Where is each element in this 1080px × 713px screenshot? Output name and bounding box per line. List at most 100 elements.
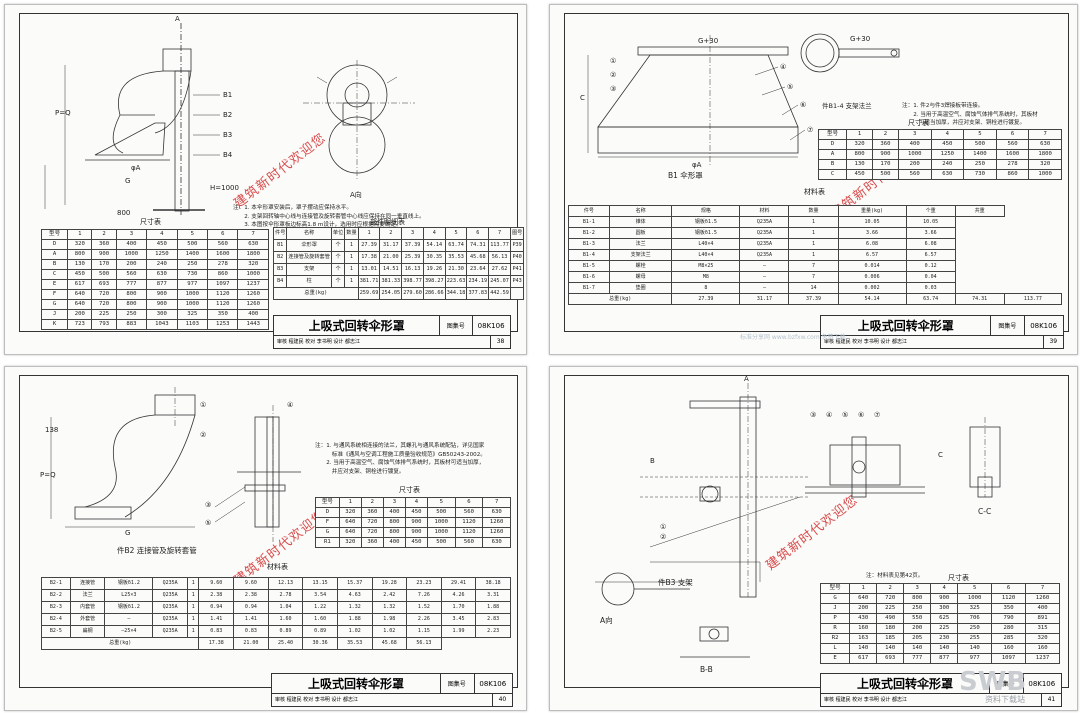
table-cell: 800 xyxy=(846,149,874,160)
table-cell: 31.17 xyxy=(739,293,790,305)
table-cell: 6 xyxy=(991,583,1027,594)
table-cell: 1 xyxy=(186,625,200,638)
table-cell: 1.32 xyxy=(336,601,373,614)
table-cell: 1800 xyxy=(1028,149,1062,160)
table-cell: 800 xyxy=(903,593,932,604)
table-cell: P43 xyxy=(509,275,525,288)
table-cell: B1-7 xyxy=(568,282,610,294)
table-cell: 27.39 xyxy=(671,293,741,305)
page-number: 39 xyxy=(1049,338,1058,346)
label-c: C xyxy=(580,94,585,102)
table-cell: R2 xyxy=(819,633,851,644)
atlas-number: 08K106 xyxy=(473,674,512,695)
table-cell: 234.19 xyxy=(466,275,490,288)
table-cell: 1 xyxy=(344,239,359,252)
table-cell: 74.31 xyxy=(954,293,1005,305)
table-cell: 200 xyxy=(115,259,148,270)
table-cell: 560 xyxy=(897,169,932,180)
table-cell: 型号 xyxy=(40,229,69,240)
title-block: 上吸式回转伞形罩 图集号 08K106 审核 程建民 校对 李书明 设计 都志江… xyxy=(820,315,1064,349)
table-cell: 900 xyxy=(404,517,428,528)
table-cell: 2 xyxy=(91,229,117,240)
table-cell: B2-3 xyxy=(41,601,71,614)
label-800: 800 xyxy=(117,209,130,217)
table-cell: 21.00 xyxy=(233,637,269,650)
atlas-number: 08K106 xyxy=(1024,316,1063,337)
table-cell: 1260 xyxy=(1025,593,1060,604)
table-cell: 1 xyxy=(186,601,200,614)
table-cell: 640 xyxy=(338,527,362,538)
table-cell: 286.66 xyxy=(422,287,446,300)
table-cell: 560 xyxy=(207,239,239,250)
table-cell: 1 xyxy=(186,613,200,626)
table-cell: 550 xyxy=(903,613,932,624)
table-cell: 13.15 xyxy=(302,577,338,590)
table-cell: 5 xyxy=(963,129,997,140)
table-cell: 180 xyxy=(876,623,905,634)
table-cell: 外套管 xyxy=(69,613,106,626)
table-cell: 1.15 xyxy=(406,625,442,638)
footer-site: 标准分享网 www.bzfxw.com 免费下载 xyxy=(740,334,846,341)
table-cell: 140 xyxy=(957,643,993,654)
table-cell: 54.14 xyxy=(837,293,907,305)
table-cell: 6 xyxy=(995,129,1030,140)
table-cell: 1253 xyxy=(207,319,239,330)
table-cell: L40×4 xyxy=(671,249,741,261)
table-cell: 5 xyxy=(957,583,993,594)
table-cell: 1600 xyxy=(207,249,239,260)
table-cell: 1120 xyxy=(454,517,484,528)
table-cell: B xyxy=(40,259,69,270)
drawing-frame xyxy=(564,13,1069,332)
table-cell: R1 xyxy=(315,537,340,548)
table-cell: 个 xyxy=(330,263,346,276)
label-n4: ④ xyxy=(780,63,786,71)
table-cell: 个重 xyxy=(905,205,956,217)
table-cell: 1 xyxy=(186,589,200,602)
table-cell: 7 xyxy=(237,229,269,240)
table-cell: 200 xyxy=(849,603,878,614)
table-cell: 7 xyxy=(488,227,511,240)
label-n1: ① xyxy=(200,401,206,409)
table-cell: 630 xyxy=(1028,139,1062,150)
table-cell: 6.08 xyxy=(837,238,907,250)
table-cell: 总重(kg) xyxy=(273,287,359,300)
table-cell: 共重 xyxy=(954,205,1005,217)
table-cell: B2-4 xyxy=(41,613,71,626)
label-n1: ① xyxy=(660,523,666,531)
table-cell: Q235A xyxy=(152,577,188,590)
table-cell: 1.60 xyxy=(267,613,304,626)
table-cell: 2.42 xyxy=(371,589,408,602)
table-cell: 支架 xyxy=(286,263,332,276)
table-cell: — xyxy=(739,271,790,283)
table-cell: 630 xyxy=(482,507,511,518)
table-header-row: 件号名称规格材料数量重量(kg)个重共重 xyxy=(568,205,1062,217)
title-block: 上吸式回转伞形罩 图集号 08K106 审核 程建民 校对 李书明 设计 都志江… xyxy=(273,315,511,349)
table-cell: 1260 xyxy=(482,527,511,538)
table-cell: 315 xyxy=(1025,623,1060,634)
table-cell: 800 xyxy=(115,289,148,300)
bb-caption: B-B xyxy=(700,665,713,674)
table-cell: 1260 xyxy=(237,299,269,310)
material-table-caption: 材料表 xyxy=(267,563,288,571)
table-cell: 3.31 xyxy=(475,589,511,602)
table-cell: 900 xyxy=(872,149,899,160)
table-cell: 2 xyxy=(876,583,905,594)
table-cell: 37.39 xyxy=(788,293,839,305)
table-cell: 500 xyxy=(963,139,997,150)
table-cell: 7 xyxy=(1025,583,1060,594)
table-cell: 个 xyxy=(330,275,346,288)
table-cell: G xyxy=(315,527,340,538)
table-cell: 140 xyxy=(930,643,959,654)
table-cell: 45.68 xyxy=(371,637,408,650)
